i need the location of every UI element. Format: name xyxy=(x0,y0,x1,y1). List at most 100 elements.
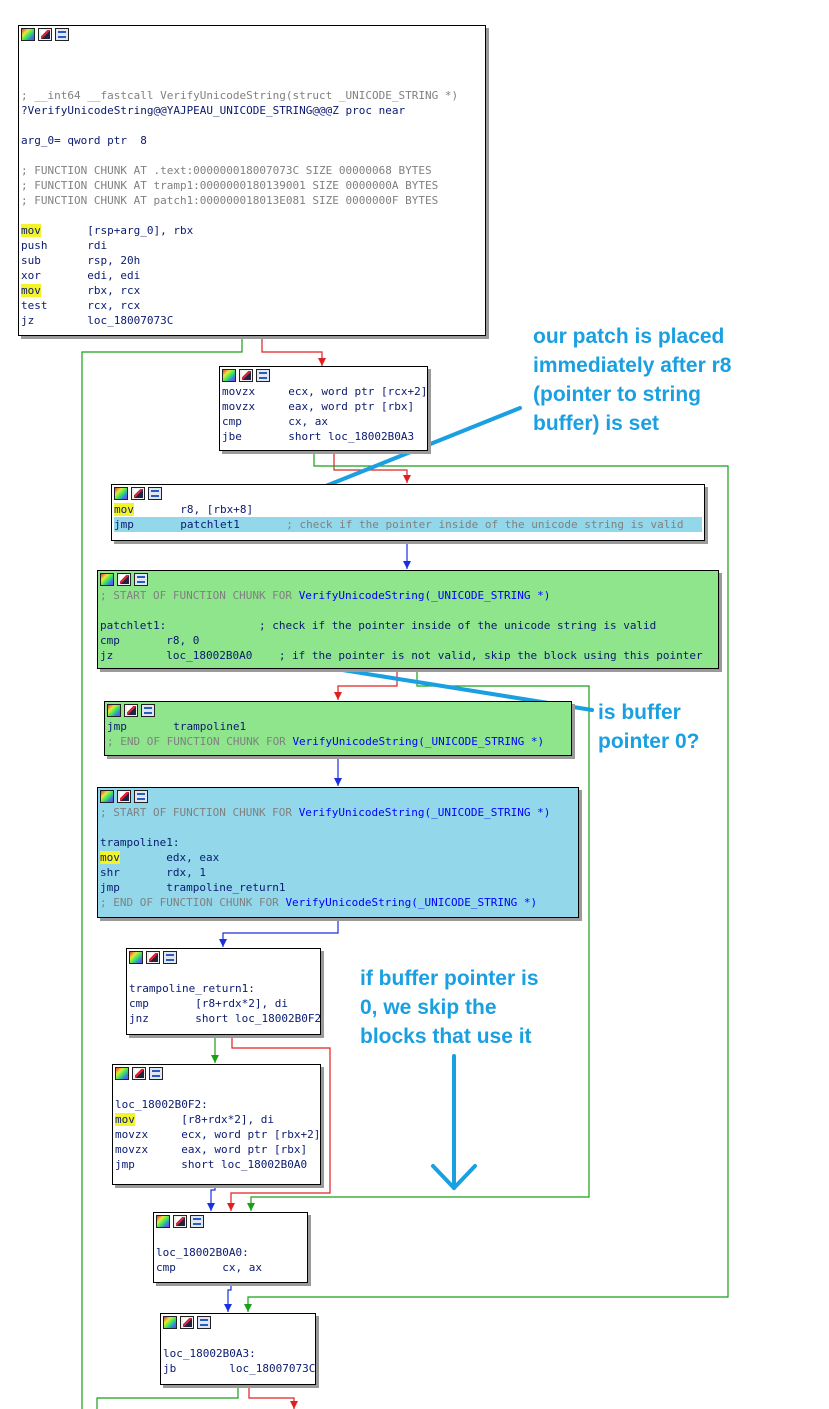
mnemonic: jz xyxy=(21,314,35,327)
mnemonic: cmp xyxy=(222,415,242,428)
color-icon[interactable] xyxy=(156,1215,170,1228)
mnemonic: movzx xyxy=(222,385,256,398)
instruction-line: jmp trampoline1 xyxy=(107,719,569,734)
operands: loc_18002B0A0 xyxy=(166,649,253,662)
mnemonic: cmp xyxy=(129,997,149,1010)
graph-icon[interactable] xyxy=(134,573,148,586)
code-line: ; FUNCTION CHUNK AT tramp1:0000000180139… xyxy=(21,179,439,192)
graph-icon[interactable] xyxy=(149,1067,163,1080)
color-icon[interactable] xyxy=(222,369,236,382)
mnemonic: xor xyxy=(21,269,41,282)
graph-icon[interactable] xyxy=(256,369,270,382)
blank-line xyxy=(100,820,576,835)
graph-icon[interactable] xyxy=(190,1215,204,1228)
mnemonic: jmp xyxy=(114,518,134,531)
code-line xyxy=(21,148,483,163)
mnemonic: movzx xyxy=(115,1128,149,1141)
instruction-line: mov rbx, rcx xyxy=(21,283,483,298)
edit-icon[interactable] xyxy=(239,369,253,382)
edge-n10-out-green xyxy=(96,1385,239,1409)
graph-icon[interactable] xyxy=(55,28,69,41)
code-label: trampoline1: xyxy=(100,836,180,849)
edge-n7-n9 xyxy=(230,1035,331,1211)
mnemonic: mov xyxy=(100,851,120,864)
mnemonic: test xyxy=(21,299,48,312)
edit-icon[interactable] xyxy=(146,951,160,964)
mnemonic: jmp xyxy=(115,1158,135,1171)
node-toolbar xyxy=(98,788,578,805)
color-icon[interactable] xyxy=(107,704,121,717)
color-icon[interactable] xyxy=(129,951,143,964)
graph-icon[interactable] xyxy=(134,790,148,803)
blank-line xyxy=(100,603,716,618)
code-line xyxy=(21,43,483,58)
color-icon[interactable] xyxy=(163,1316,177,1329)
code-block-function-prologue[interactable]: ; __int64 __fastcall VerifyUnicodeString… xyxy=(18,25,486,336)
comment-text: ; START OF FUNCTION CHUNK FOR xyxy=(100,806,299,819)
code-listing: jmp trampoline1; END OF FUNCTION CHUNK F… xyxy=(105,719,571,749)
instruction-line: shr rdx, 1 xyxy=(100,865,576,880)
mnemonic: mov xyxy=(21,284,41,297)
code-listing: mov r8, [rbx+8]jmp patchlet1 ; check if … xyxy=(112,502,704,532)
code-block-jump-trampoline[interactable]: jmp trampoline1; END OF FUNCTION CHUNK F… xyxy=(104,701,572,756)
instruction-line: jb loc_18007073C xyxy=(163,1361,316,1376)
color-icon[interactable] xyxy=(114,487,128,500)
edge-n1-n2 xyxy=(261,336,323,366)
operands: loc_18007073C xyxy=(229,1362,316,1375)
graph-icon[interactable] xyxy=(197,1316,211,1329)
instruction-comment: ; check if the pointer inside of the uni… xyxy=(239,518,684,531)
instruction-comment: ; if the pointer is not valid, skip the … xyxy=(252,649,703,662)
instruction-line: jmp patchlet1 ; check if the pointer ins… xyxy=(114,517,702,532)
operands: cx, ax xyxy=(222,1261,262,1274)
graph-icon[interactable] xyxy=(148,487,162,500)
edit-icon[interactable] xyxy=(38,28,52,41)
node-toolbar xyxy=(161,1314,315,1331)
code-block-length-compare[interactable]: movzx ecx, word ptr [rcx+2]movzx eax, wo… xyxy=(219,366,428,451)
mnemonic: movzx xyxy=(222,400,256,413)
color-icon[interactable] xyxy=(100,790,114,803)
code-block-loc-18002B0A0[interactable]: loc_18002B0A0:cmp cx, ax xyxy=(153,1212,308,1283)
code-block-patchlet1[interactable]: ; START OF FUNCTION CHUNK FOR VerifyUnic… xyxy=(97,570,719,669)
edit-icon[interactable] xyxy=(124,704,138,717)
mnemonic: mov xyxy=(115,1113,135,1126)
operands: [rsp+arg_0], rbx xyxy=(87,224,194,237)
color-icon[interactable] xyxy=(21,28,35,41)
operands: rbx, rcx xyxy=(87,284,141,297)
annotation-zero-note: is buffer pointer 0? xyxy=(598,701,700,753)
edge-n6-n7 xyxy=(222,918,339,947)
instruction-line: movzx ecx, word ptr [rbx+2] xyxy=(115,1127,320,1142)
instruction-line: jmp short loc_18002B0A0 xyxy=(115,1157,318,1172)
chunk-start-comment: ; START OF FUNCTION CHUNK FOR VerifyUnic… xyxy=(100,805,576,820)
edit-icon[interactable] xyxy=(132,1067,146,1080)
code-block-trampoline1[interactable]: ; START OF FUNCTION CHUNK FOR VerifyUnic… xyxy=(97,787,579,918)
operands: short loc_18002B0A0 xyxy=(181,1158,308,1171)
code-label-line: loc_18002B0A0: xyxy=(156,1245,305,1260)
edit-icon[interactable] xyxy=(117,573,131,586)
mnemonic: sub xyxy=(21,254,41,267)
code-block-loc-18002B0A3[interactable]: loc_18002B0A3:jb loc_18007073C xyxy=(160,1313,316,1385)
operands: trampoline1 xyxy=(173,720,247,733)
comment-text: ; END OF FUNCTION CHUNK FOR xyxy=(100,896,286,909)
code-label: loc_18002B0A0: xyxy=(156,1246,249,1259)
edit-icon[interactable] xyxy=(173,1215,187,1228)
edit-icon[interactable] xyxy=(117,790,131,803)
mnemonic: jmp xyxy=(107,720,127,733)
operands: [r8+rdx*2], di xyxy=(181,1113,274,1126)
blank-line xyxy=(156,1230,305,1245)
mnemonic: jnz xyxy=(129,1012,149,1025)
node-toolbar xyxy=(220,367,427,384)
color-icon[interactable] xyxy=(100,573,114,586)
function-name: VerifyUnicodeString(_UNICODE_STRING *) xyxy=(285,896,538,909)
edit-icon[interactable] xyxy=(131,487,145,500)
color-icon[interactable] xyxy=(115,1067,129,1080)
graph-icon[interactable] xyxy=(163,951,177,964)
code-listing: ; __int64 __fastcall VerifyUnicodeString… xyxy=(19,43,485,328)
code-line: ; __int64 __fastcall VerifyUnicodeString… xyxy=(21,89,459,102)
annotation-patch-note: our patch is placed immediately after r8… xyxy=(533,325,732,435)
code-block-patched-load[interactable]: mov r8, [rbx+8]jmp patchlet1 ; check if … xyxy=(111,484,705,541)
edit-icon[interactable] xyxy=(180,1316,194,1329)
comment-text: ; END OF FUNCTION CHUNK FOR xyxy=(107,735,293,748)
graph-icon[interactable] xyxy=(141,704,155,717)
